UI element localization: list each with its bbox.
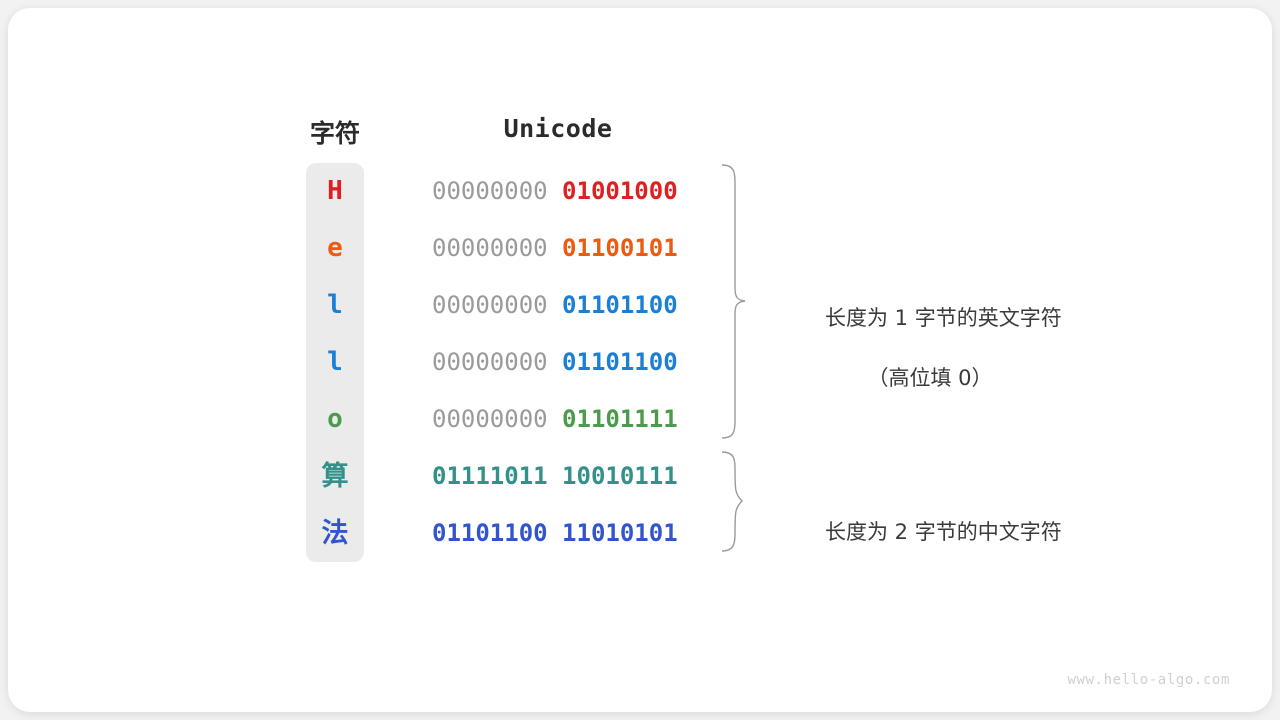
- annotation-one-byte-line2: （高位填 0）: [867, 366, 993, 390]
- high-byte: 00000000: [432, 291, 548, 319]
- watermark: www.hello-algo.com: [1067, 672, 1230, 688]
- byte-separator: [548, 405, 562, 433]
- binary-cell: 00000000 01101100: [432, 334, 678, 391]
- high-byte: 00000000: [432, 234, 548, 262]
- annotation-one-byte: 长度为 1 字节的英文字符 （高位填 0）: [760, 273, 1100, 453]
- column-header-character: 字符: [309, 120, 360, 148]
- binary-cell: 00000000 01101111: [432, 391, 678, 448]
- annotation-one-byte-line1: 长度为 1 字节的英文字符: [824, 306, 1062, 330]
- byte-separator: [548, 519, 562, 547]
- figure-card: [8, 8, 1272, 712]
- annotation-two-byte-line1: 长度为 2 字节的中文字符: [824, 520, 1062, 544]
- character-cell: l: [327, 347, 343, 377]
- table-row: e 00000000 01100101: [306, 220, 706, 277]
- binary-cell: 00000000 01001000: [432, 163, 678, 220]
- binary-cell: 01111011 10010111: [432, 448, 678, 505]
- character-cell: 法: [321, 518, 349, 549]
- table-row: 法 01101100 11010101: [306, 505, 706, 562]
- byte-separator: [548, 234, 562, 262]
- table-row: o 00000000 01101111: [306, 391, 706, 448]
- high-byte: 01101100: [432, 519, 548, 547]
- binary-cell: 00000000 01100101: [432, 220, 678, 277]
- table-row: 算 01111011 10010111: [306, 448, 706, 505]
- character-cell: l: [327, 290, 343, 320]
- character-cell: 算: [321, 461, 349, 492]
- character-column-panel: [306, 163, 364, 562]
- table-row: l 00000000 01101100: [306, 277, 706, 334]
- character-cell: o: [327, 404, 343, 434]
- character-cell: e: [327, 233, 343, 263]
- byte-separator: [548, 177, 562, 205]
- table-row: H 00000000 01001000: [306, 163, 706, 220]
- character-cell: H: [327, 176, 343, 206]
- byte-separator: [548, 291, 562, 319]
- table-row: l 00000000 01101100: [306, 334, 706, 391]
- high-byte: 00000000: [432, 348, 548, 376]
- binary-cell: 00000000 01101100: [432, 277, 678, 334]
- low-byte: 01101100: [562, 291, 678, 319]
- low-byte: 01001000: [562, 177, 678, 205]
- low-byte: 10010111: [562, 462, 678, 490]
- low-byte: 01101111: [562, 405, 678, 433]
- low-byte: 01100101: [562, 234, 678, 262]
- annotation-two-byte: 长度为 2 字节的中文字符: [760, 487, 1100, 577]
- low-byte: 01101100: [562, 348, 678, 376]
- binary-cell: 01101100 11010101: [432, 505, 678, 562]
- column-header-unicode: Unicode: [503, 114, 613, 143]
- low-byte: 11010101: [562, 519, 678, 547]
- high-byte: 01111011: [432, 462, 548, 490]
- byte-separator: [548, 462, 562, 490]
- high-byte: 00000000: [432, 177, 548, 205]
- high-byte: 00000000: [432, 405, 548, 433]
- byte-separator: [548, 348, 562, 376]
